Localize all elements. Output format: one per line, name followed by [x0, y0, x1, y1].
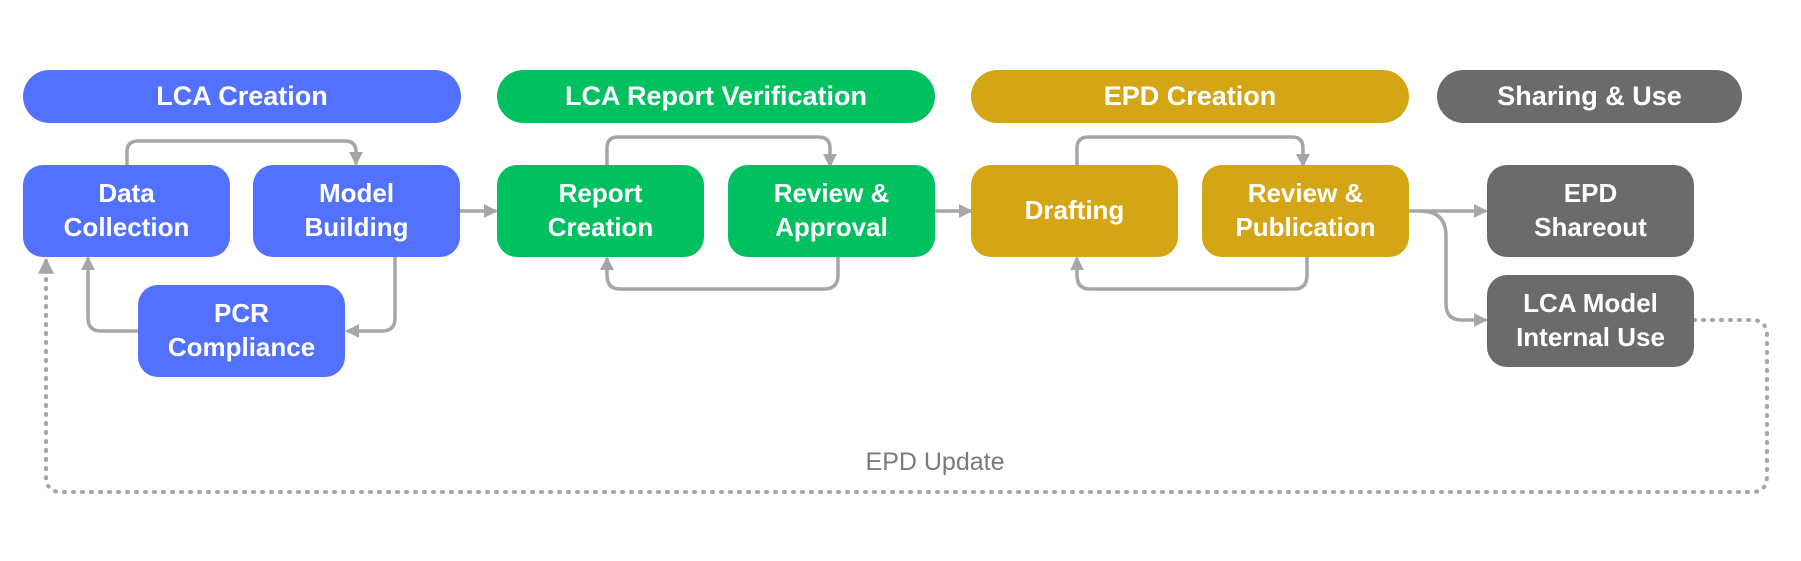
arrow-review-publication-back-to-drafting [1070, 255, 1309, 291]
arrow-review-publication-to-lca-model-internal-use [1418, 209, 1488, 327]
node-data-collection: Data Collection [23, 165, 230, 257]
node-review-approval: Review & Approval [728, 165, 935, 257]
node-pcr-compliance: PCR Compliance [138, 285, 345, 377]
arrow-review-approval-back-to-report-creation [600, 255, 840, 291]
arrow-report-creation-to-review-approval [605, 135, 837, 168]
arrow-epd-update-feedback [38, 257, 1769, 494]
arrow-model-building-to-pcr-compliance [345, 255, 397, 338]
node-lca-model-internal-use: LCA Model Internal Use [1487, 275, 1694, 367]
phase-epd-creation: EPD Creation [971, 70, 1409, 123]
node-report-creation: Report Creation [497, 165, 704, 257]
node-drafting: Drafting [971, 165, 1178, 257]
arrow-drafting-to-review-publication [1075, 135, 1310, 168]
node-model-building: Model Building [253, 165, 460, 257]
phase-sharing-use: Sharing & Use [1437, 70, 1742, 123]
node-review-publication: Review & Publication [1202, 165, 1409, 257]
phase-lca-creation: LCA Creation [23, 70, 461, 123]
epd-update-label: EPD Update [865, 448, 1005, 476]
node-epd-shareout: EPD Shareout [1487, 165, 1694, 257]
phase-lca-report-verification: LCA Report Verification [497, 70, 935, 123]
arrow-data-collection-to-model-building [125, 139, 363, 167]
arrow-pcr-compliance-to-data-collection [81, 256, 140, 333]
